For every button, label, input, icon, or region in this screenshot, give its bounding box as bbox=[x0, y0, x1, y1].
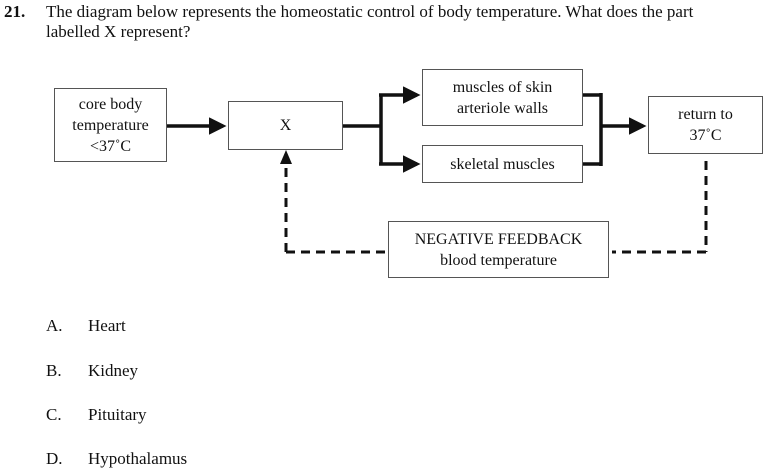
muscles-skin-line-1: muscles of skin bbox=[452, 78, 553, 96]
skeletal-label: skeletal muscles bbox=[450, 155, 555, 173]
option-text: Kidney bbox=[88, 361, 139, 380]
feedback-arrowhead bbox=[280, 150, 292, 164]
return-line-1: return to bbox=[678, 106, 733, 123]
feedback-line-2: blood temperature bbox=[440, 251, 557, 269]
box-negative-feedback: NEGATIVE FEEDBACK blood temperature bbox=[388, 221, 609, 278]
box-skeletal-muscles: skeletal muscles bbox=[422, 145, 583, 183]
box-muscles-of-skin: muscles of skin arteriole walls bbox=[422, 69, 583, 126]
core-line-2: temperature bbox=[72, 116, 149, 134]
option-text: Heart bbox=[88, 316, 126, 335]
core-line-1: core body bbox=[78, 95, 143, 113]
feedback-line-1: NEGATIVE FEEDBACK bbox=[414, 230, 583, 248]
question-text: The diagram below represents the homeost… bbox=[46, 2, 784, 42]
answer-option-a[interactable]: A. Heart bbox=[46, 316, 126, 336]
box-x: X bbox=[228, 101, 343, 150]
x-label: X bbox=[279, 117, 292, 134]
box-core-body-temperature: core body temperature <37˚C bbox=[54, 88, 167, 162]
option-text: Pituitary bbox=[88, 405, 147, 424]
question-text-line-1: The diagram below represents the homeost… bbox=[46, 2, 694, 21]
question-text-line-2: labelled X represent? bbox=[46, 22, 191, 41]
feedback-dashed-lines bbox=[284, 161, 708, 254]
question-number: 21. bbox=[4, 2, 26, 21]
option-letter: B. bbox=[46, 361, 62, 380]
core-line-3: <37˚C bbox=[89, 137, 132, 155]
answer-option-d[interactable]: D. Hypothalamus bbox=[46, 449, 187, 469]
option-letter: C. bbox=[46, 405, 62, 424]
option-letter: D. bbox=[46, 449, 63, 468]
return-line-2: 37˚C bbox=[689, 127, 722, 144]
answer-option-c[interactable]: C. Pituitary bbox=[46, 405, 147, 425]
answer-option-b[interactable]: B. Kidney bbox=[46, 361, 138, 381]
solid-arrows bbox=[167, 86, 647, 173]
option-letter: A. bbox=[46, 316, 63, 335]
option-text: Hypothalamus bbox=[88, 449, 188, 468]
box-return-to-37: return to 37˚C bbox=[648, 96, 763, 154]
muscles-skin-line-2: arteriole walls bbox=[456, 99, 549, 117]
